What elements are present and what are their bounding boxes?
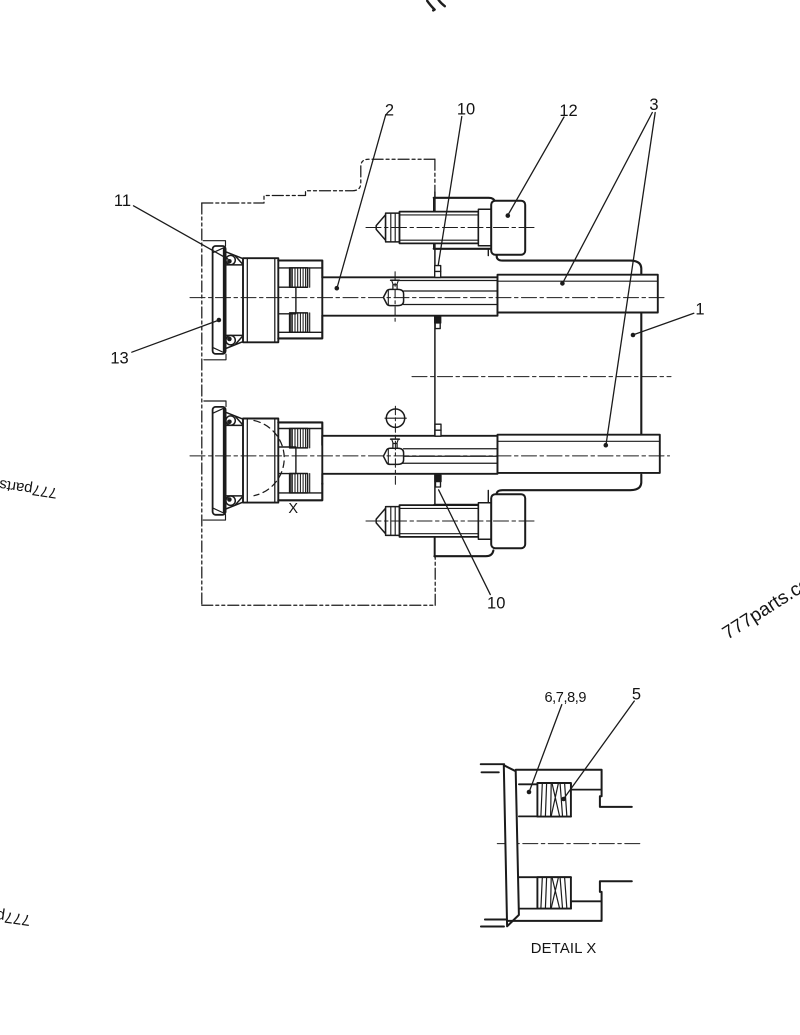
svg-text:X: X [288, 501, 298, 517]
svg-text:11: 11 [114, 192, 131, 210]
svg-text:5: 5 [632, 685, 641, 703]
svg-text:2: 2 [385, 101, 394, 119]
svg-text:1: 1 [695, 300, 704, 318]
svg-text:10: 10 [457, 100, 475, 118]
svg-text:13: 13 [110, 349, 128, 367]
svg-text:12: 12 [559, 102, 577, 120]
svg-text:777parts.co: 777parts.co [719, 573, 800, 644]
svg-text:777parts.co: 777parts.co [0, 473, 58, 501]
svg-text:DETAIL X: DETAIL X [531, 941, 597, 957]
svg-text:3: 3 [649, 96, 658, 114]
svg-text:777parts.co: 777parts.co [0, 900, 32, 928]
svg-text:10: 10 [487, 594, 505, 612]
svg-text:6,7,8,9: 6,7,8,9 [545, 690, 587, 706]
